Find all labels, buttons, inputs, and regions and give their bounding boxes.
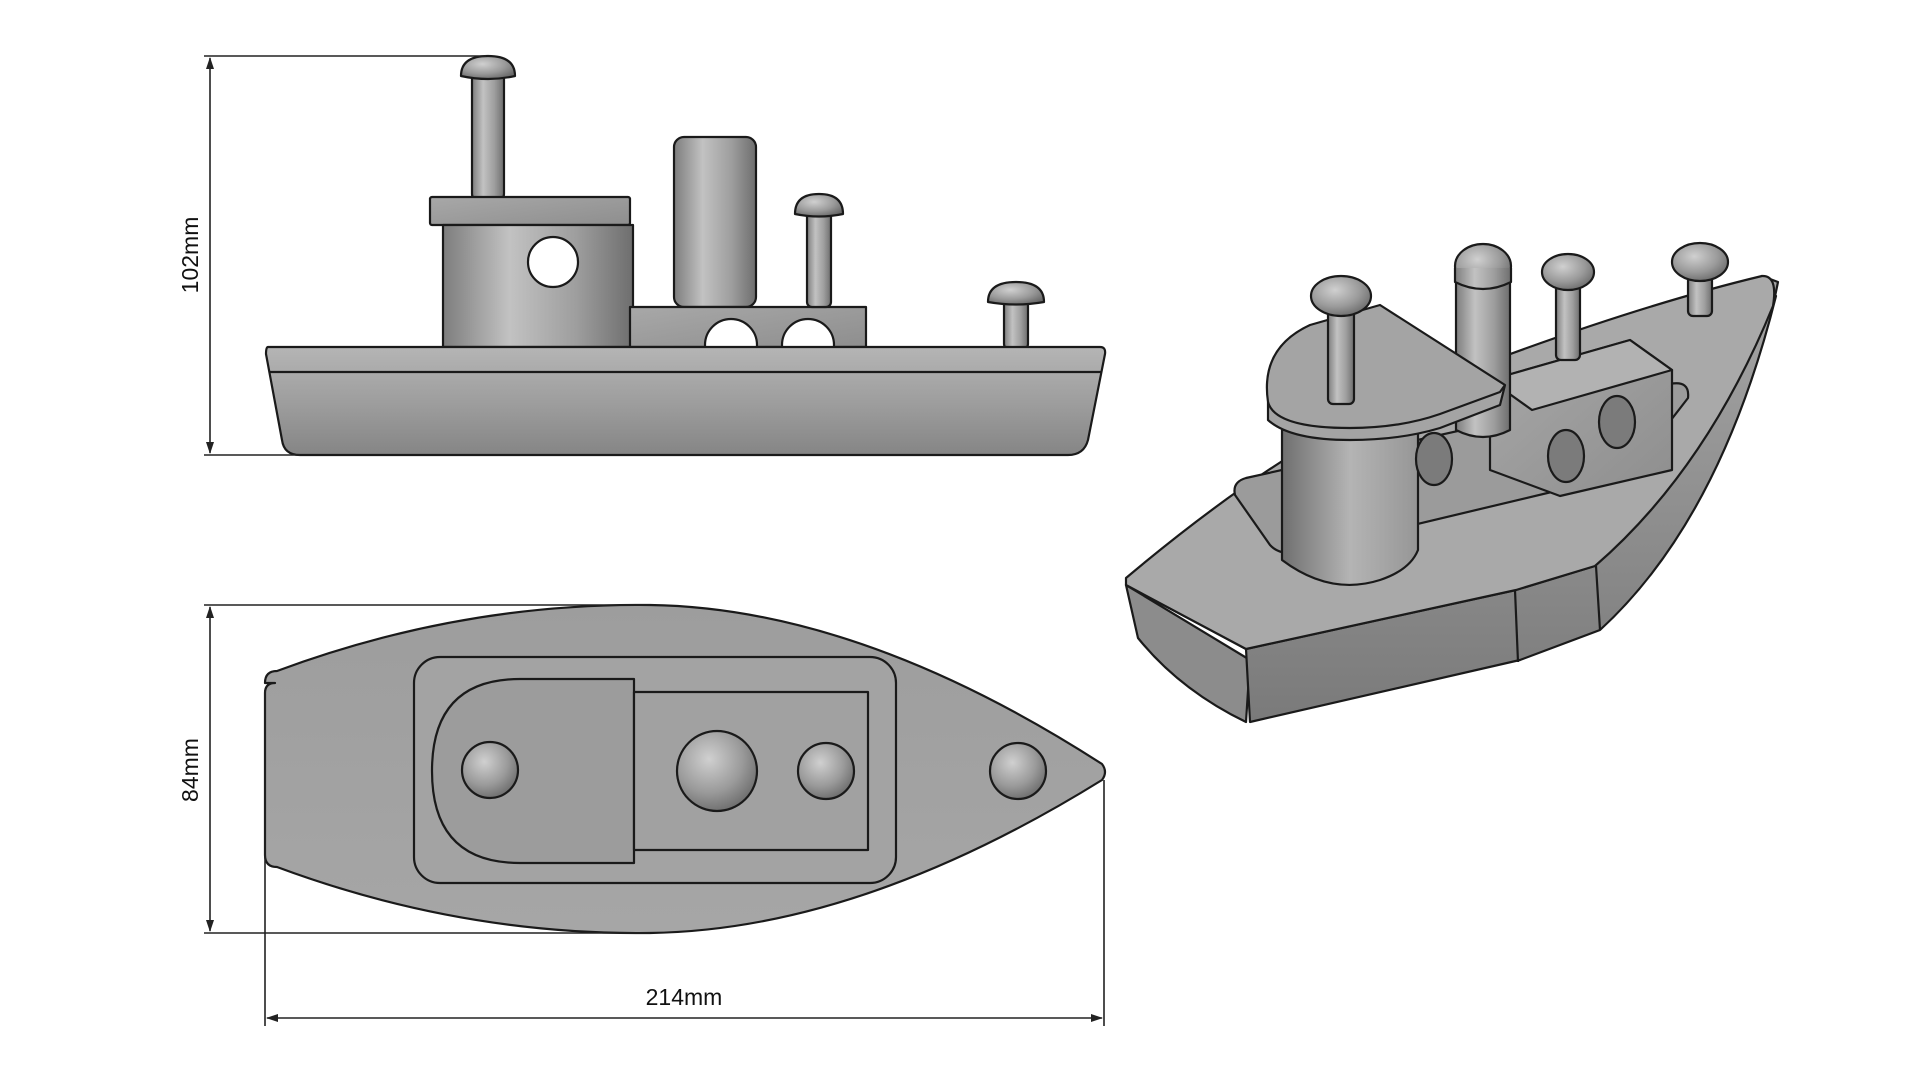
iso-hull-seam bbox=[1594, 565, 1602, 631]
iso-deckhouse-top bbox=[1488, 338, 1674, 412]
hull bbox=[264, 345, 1107, 457]
depth-dimension-label: 84mm bbox=[177, 738, 203, 802]
cabin-roof bbox=[428, 195, 632, 227]
cabin-top bbox=[430, 677, 636, 865]
iso-cabin-roof-edge bbox=[1266, 384, 1506, 430]
iso-mast-bow-cap bbox=[1670, 241, 1730, 283]
dimension-height: 102mm bbox=[177, 55, 486, 456]
width-dimension-label: 214mm bbox=[646, 984, 723, 1010]
iso-hull-stern bbox=[1124, 583, 1252, 724]
porthole bbox=[526, 235, 580, 289]
funnel-top bbox=[675, 729, 759, 813]
isometric-view bbox=[1124, 241, 1780, 724]
top-view bbox=[263, 603, 1107, 935]
iso-funnel-rim bbox=[1453, 268, 1513, 291]
height-dimension-label: 102mm bbox=[177, 217, 203, 294]
side-view bbox=[264, 54, 1107, 457]
iso-cabin-roof bbox=[1265, 303, 1507, 442]
mast-middle bbox=[805, 206, 833, 309]
dimension-width: 214mm bbox=[264, 690, 1105, 1026]
iso-mast-middle-cap bbox=[1540, 252, 1596, 292]
porthole bbox=[1546, 428, 1586, 484]
mast-top bbox=[460, 740, 520, 800]
funnel bbox=[672, 135, 758, 309]
porthole bbox=[1597, 394, 1637, 450]
porthole bbox=[1414, 431, 1454, 487]
mast-top bbox=[988, 741, 1048, 801]
mast-rear bbox=[470, 68, 506, 202]
mast-rear-cap bbox=[459, 54, 517, 81]
iso-mast-rear-cap bbox=[1309, 274, 1373, 318]
mast-bow-cap bbox=[986, 280, 1046, 306]
mast-top bbox=[796, 741, 856, 801]
iso-hull-seam bbox=[1513, 589, 1520, 663]
mast-middle-cap bbox=[793, 192, 845, 218]
dimension-depth: 84mm bbox=[177, 604, 650, 934]
